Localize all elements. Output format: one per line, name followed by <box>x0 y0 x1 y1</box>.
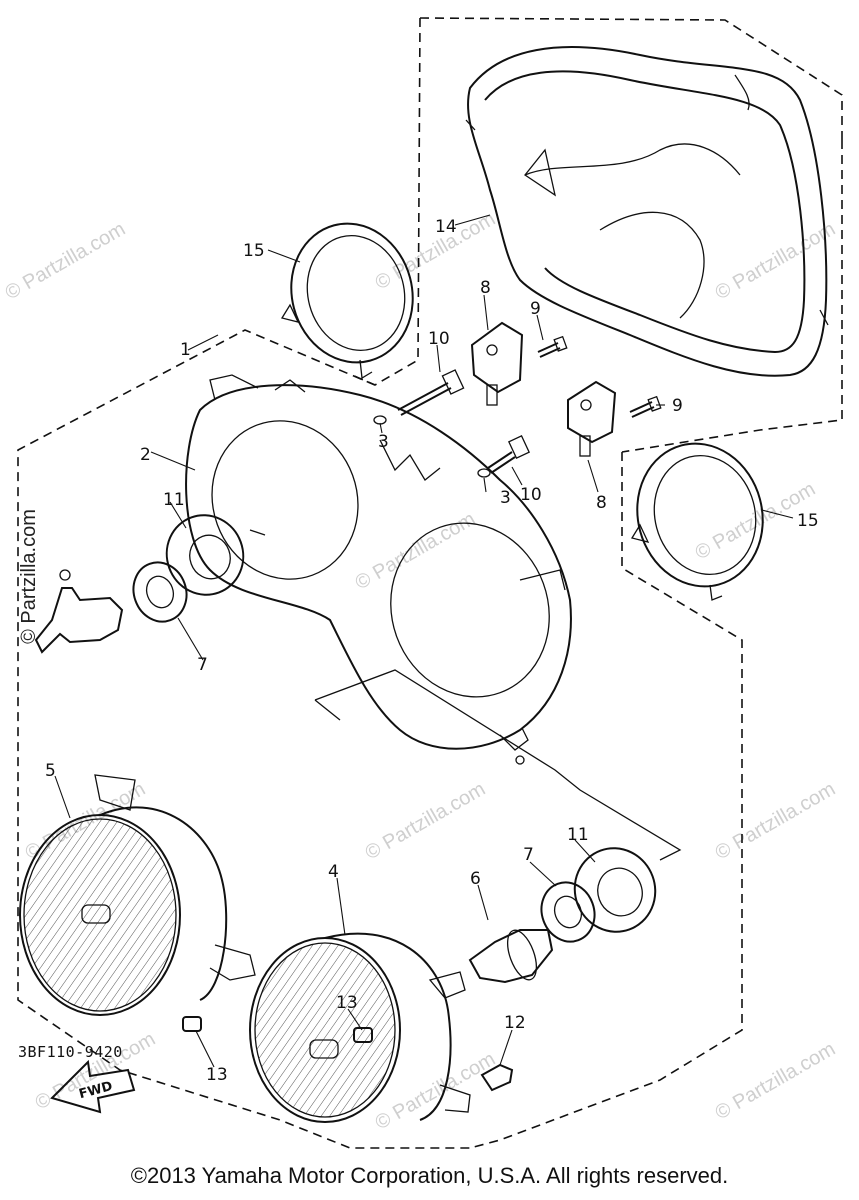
callout-1: 1 <box>180 340 191 360</box>
bulb-part-6-right <box>468 929 554 984</box>
callout-13b: 13 <box>336 993 358 1013</box>
callout-10b: 10 <box>520 485 542 505</box>
leader-lines <box>54 214 794 1068</box>
side-watermark: © Partzilla.com <box>17 509 40 644</box>
screw-part-13-right <box>353 1027 373 1043</box>
callout-15b: 15 <box>797 511 819 531</box>
adjust-bolt-part-10-upper <box>397 369 465 416</box>
watermark: © Partzilla.com <box>712 1038 840 1124</box>
socket-part-7-left <box>132 561 188 623</box>
callout-6: 6 <box>470 869 481 889</box>
callout-8: 8 <box>480 278 491 298</box>
callout-9b: 9 <box>672 396 683 416</box>
bracket-part-8-lower <box>567 380 617 457</box>
bracket-part-8-upper <box>470 321 524 406</box>
copyright-notice: ©2013 Yamaha Motor Corporation, U.S.A. A… <box>130 1163 729 1188</box>
callout-8b: 8 <box>596 493 607 513</box>
callout-14: 14 <box>435 217 457 237</box>
housing-part-2 <box>185 374 572 765</box>
callout-10: 10 <box>428 329 450 349</box>
screw-part-13-left <box>182 1016 202 1032</box>
callout-13: 13 <box>206 1065 228 1085</box>
callout-3b: 3 <box>500 488 511 508</box>
mount-outline <box>314 669 682 861</box>
watermark: © Partzilla.com <box>712 218 840 304</box>
callout-7b: 7 <box>523 845 534 865</box>
callout-5: 5 <box>45 761 56 781</box>
rim-band-part-15-right <box>630 442 764 601</box>
callout-12: 12 <box>504 1013 526 1033</box>
bulb-cover-part-11-left <box>165 514 245 596</box>
watermark: © Partzilla.com <box>352 508 480 594</box>
bulb-cover-part-11-right <box>573 847 657 933</box>
screw-part-9-upper <box>537 335 568 358</box>
rim-band-part-15-left <box>280 222 414 380</box>
headlight-part-5 <box>19 774 256 1016</box>
fwd-arrow-icon: FWD <box>50 1059 136 1114</box>
watermark: © Partzilla.com <box>32 1028 160 1114</box>
adjust-bolt-part-10-lower <box>487 435 531 474</box>
callout-15: 15 <box>243 241 265 261</box>
screw-part-9-lower <box>629 395 662 418</box>
watermark: © Partzilla.com <box>712 778 840 864</box>
diagram-code: 3BF110-9420 <box>18 1043 123 1061</box>
headlight-part-4 <box>249 932 471 1123</box>
callout-11b: 11 <box>567 825 589 845</box>
callout-4: 4 <box>328 862 339 882</box>
callout-11: 11 <box>163 490 185 510</box>
callout-2: 2 <box>140 445 151 465</box>
watermark: © Partzilla.com <box>2 218 130 304</box>
callout-3: 3 <box>378 432 389 452</box>
cowling-part-14 <box>465 46 829 377</box>
callout-7: 7 <box>197 655 208 675</box>
bulb-part-12 <box>480 1063 514 1092</box>
callout-9: 9 <box>530 299 541 319</box>
callout-labels: 1 2 3 3 4 5 6 7 7 8 8 9 9 10 10 11 11 12… <box>45 217 819 1085</box>
bulb-part-6-left <box>34 569 124 654</box>
watermark: © Partzilla.com <box>362 778 490 864</box>
assembly-outlines <box>17 17 843 1149</box>
socket-part-7-right <box>540 881 596 943</box>
